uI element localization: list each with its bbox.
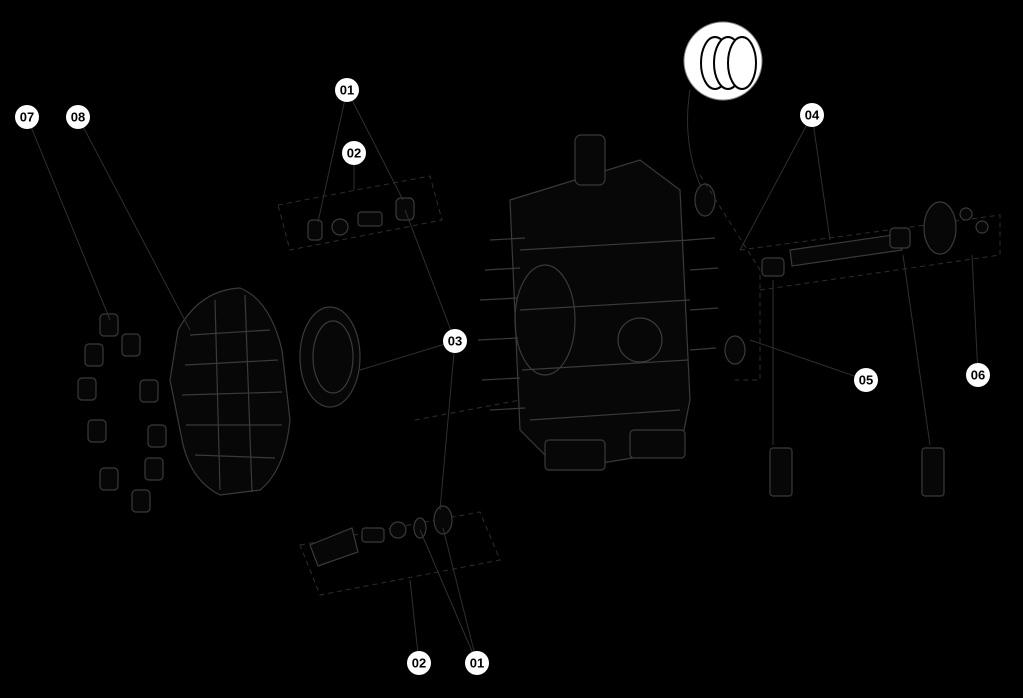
- callout-01-bottom: 01: [465, 651, 489, 675]
- bolt: [121, 333, 141, 357]
- callout-06: 06: [966, 363, 990, 387]
- callout-label: 03: [448, 334, 462, 349]
- bolt: [144, 457, 164, 481]
- bolt: [131, 489, 151, 513]
- shaft-bushing: [761, 257, 785, 277]
- callout-07: 07: [15, 105, 39, 129]
- callout-01-top: 01: [335, 78, 359, 102]
- bolt: [87, 419, 107, 443]
- valve-seat-oring: [395, 197, 415, 221]
- screw: [959, 207, 973, 221]
- diaphragm-left: [299, 306, 361, 408]
- callout-08: 08: [66, 105, 90, 129]
- callout-label: 06: [971, 368, 985, 383]
- valve-ball: [389, 521, 407, 539]
- bolt-group-left: [77, 313, 167, 513]
- valve-cage: [309, 527, 359, 567]
- bolt: [77, 377, 97, 401]
- callout-label: 01: [340, 83, 354, 98]
- shaft-seal: [694, 183, 716, 217]
- air-inlet: [574, 134, 606, 186]
- valve-oring: [413, 517, 427, 539]
- bolt: [139, 379, 159, 403]
- bolt: [147, 424, 167, 448]
- pump-foot: [544, 439, 606, 471]
- shaft-bushing: [889, 227, 911, 249]
- callout-05: 05: [854, 368, 878, 392]
- leader-lines: [26, 89, 979, 664]
- callout-label: 04: [805, 108, 820, 123]
- callout-label: 02: [412, 656, 426, 671]
- tool-bushing-puller: [921, 447, 945, 497]
- right-assembly: [683, 21, 1001, 497]
- callout-label: 07: [20, 110, 34, 125]
- top-valve-assembly: [277, 175, 443, 251]
- callout-label: 05: [859, 373, 873, 388]
- callout-03: 03: [443, 329, 467, 353]
- outer-chamber-left: [169, 287, 291, 496]
- callout-label: 01: [470, 656, 484, 671]
- valve-seat: [307, 219, 323, 241]
- bolt: [99, 467, 119, 491]
- pump-body: [477, 134, 719, 471]
- callout-04: 04: [800, 103, 824, 127]
- bolt: [99, 313, 119, 337]
- shaft: [789, 233, 903, 267]
- bottom-valve-assembly: [299, 399, 521, 596]
- callout-02-top: 02: [342, 141, 366, 165]
- bolt: [84, 343, 104, 367]
- valve-spring: [361, 527, 385, 543]
- pump-foot: [629, 429, 686, 459]
- callout-label: 08: [71, 110, 85, 125]
- seal-oring: [724, 335, 746, 365]
- valve-ball: [331, 218, 349, 236]
- callout-02-bottom: 02: [407, 651, 431, 675]
- valve-seat: [433, 505, 453, 535]
- tool-bushing-puller: [769, 447, 793, 497]
- valve-spring: [357, 211, 383, 227]
- screw: [975, 220, 989, 234]
- piston-plate: [923, 201, 957, 255]
- callout-label: 02: [347, 146, 361, 161]
